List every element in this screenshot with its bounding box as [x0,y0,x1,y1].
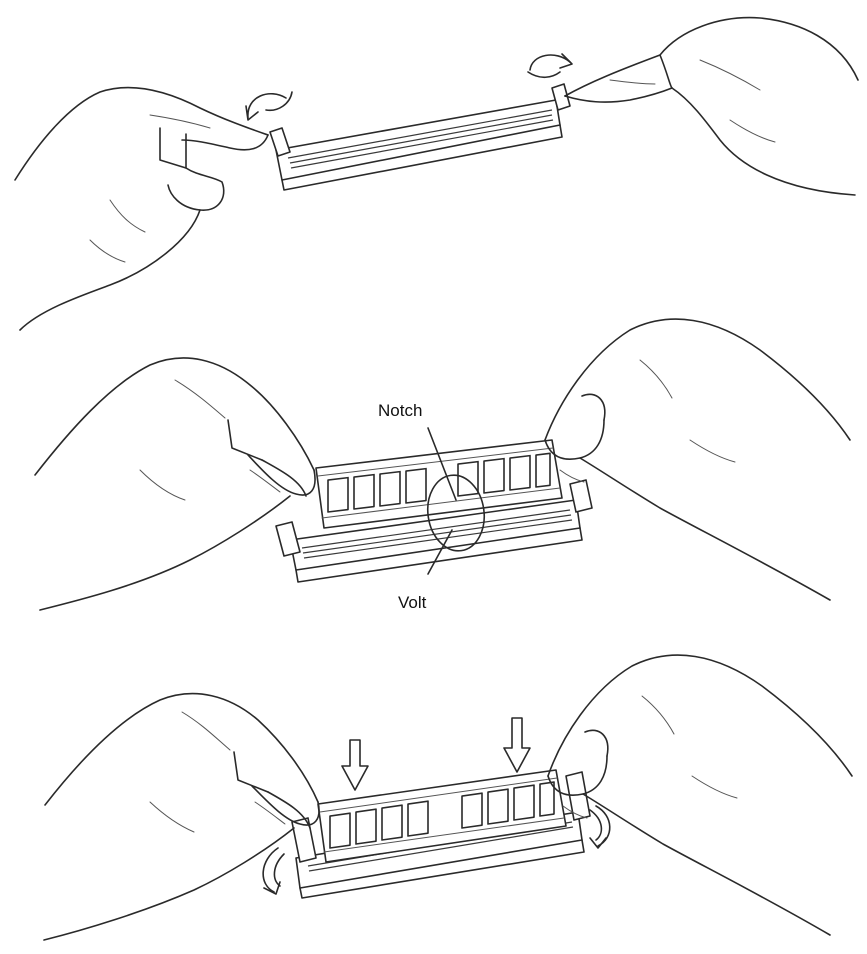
rotate-arrow-icon [527,53,573,79]
rotate-arrow-icon [589,805,611,849]
rotate-arrow-icon [245,91,293,121]
right-hand-step-3 [547,654,853,936]
memory-module-step-2 [315,439,563,529]
notch-callout [426,427,486,575]
left-hand-step-1 [14,86,269,331]
right-hand-step-1 [564,16,859,196]
notch-label: Notch [378,401,422,420]
step-3-press-module [43,654,853,941]
left-hand-step-3 [43,692,320,941]
right-hand-step-2 [544,318,851,601]
memory-module-step-3 [317,769,567,863]
left-hand-step-2 [34,357,316,611]
step-2-align-module: Notch Volt [34,318,851,612]
rotate-arrow-icon [262,847,285,895]
down-arrow-icon [341,739,369,791]
step-1-open-latches [14,16,859,331]
dimm-slot-step-1 [269,83,571,191]
down-arrow-icon [503,717,531,773]
volt-label: Volt [398,593,427,612]
